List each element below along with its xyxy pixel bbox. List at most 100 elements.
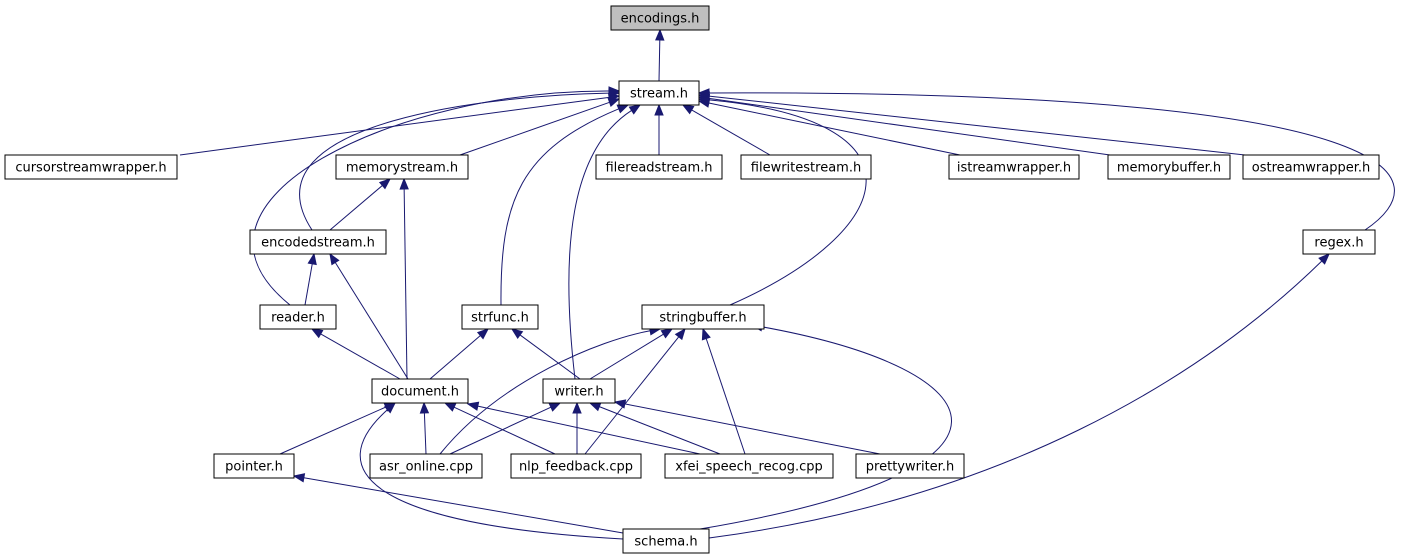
arrowhead-icon [681,104,695,115]
edge-line [304,263,313,306]
edge-document-to-encodedstream [329,252,409,380]
node-writer[interactable]: writer.h [542,378,616,404]
node-label: ostreamwrapper.h [1252,161,1370,176]
dependency-edges [179,28,1395,540]
arrowhead-icon [608,86,621,96]
node-strfunc[interactable]: strfunc.h [461,304,539,330]
node-regex[interactable]: regex.h [1302,229,1376,255]
edge-xfei_speech_recog-to-stringbuffer [701,327,746,455]
node-filereadstream[interactable]: filereadstream.h [595,154,723,180]
node-label: cursorstreamwrapper.h [15,161,166,176]
node-pointer[interactable]: pointer.h [213,453,295,479]
arrowhead-icon [697,88,710,98]
node-asr-online[interactable]: asr_online.cpp [369,453,483,479]
edge-line [477,405,701,455]
node-label: strfunc.h [471,311,529,326]
edge-line [708,260,1323,539]
node-cursorstreamwrapper[interactable]: cursorstreamwrapper.h [4,154,178,180]
node-box [1302,229,1376,255]
arrowhead-icon [1318,253,1330,265]
edge-line [708,102,961,156]
edge-line [334,262,409,380]
node-box [610,5,710,31]
node-istreamwrapper[interactable]: istreamwrapper.h [948,154,1080,180]
node-label: filewritestream.h [751,161,861,176]
arrowhead-icon [476,328,490,340]
node-label: nlp_feedback.cpp [519,460,633,475]
node-box [641,304,765,330]
edge-xfei_speech_recog-to-writer [588,402,721,455]
edge-line [584,336,680,455]
node-nlp-feedback[interactable]: nlp_feedback.cpp [510,453,642,479]
node-stream[interactable]: stream.h [618,80,700,106]
node-box [622,528,710,554]
node-stringbuffer[interactable]: stringbuffer.h [641,304,765,330]
node-encodings[interactable]: encodings.h [610,5,710,31]
arrowhead-icon [292,473,306,483]
edge-document-to-memorystream [399,177,409,380]
arrowhead-icon [572,401,582,414]
node-schema[interactable]: schema.h [622,528,710,554]
edge-line [423,412,427,455]
edge-stream-to-encodings [655,28,665,82]
node-box [369,453,483,479]
arrowhead-icon [616,104,630,114]
arrowhead-icon [655,28,665,41]
edge-asr_online-to-document [419,401,430,455]
edge-line [568,109,632,380]
edge-line [459,101,610,156]
node-box [4,154,178,180]
arrowhead-icon [613,399,627,409]
arrowhead-icon [660,328,674,339]
node-label: encodedstream.h [261,236,375,251]
edge-line [691,109,771,156]
node-filewritestream[interactable]: filewritestream.h [740,154,872,180]
node-label: schema.h [634,535,697,550]
node-encodedstream[interactable]: encodedstream.h [249,229,387,255]
arrowhead-icon [548,402,562,412]
edge-line [403,188,408,380]
arrowhead-icon [419,401,430,414]
edge-line [658,39,661,82]
edge-line [500,108,619,306]
node-memorystream[interactable]: memorystream.h [335,154,469,180]
node-box [855,453,965,479]
edge-line [708,95,1246,156]
edge-line [708,92,1395,231]
edge-line [705,338,746,455]
node-prettywriter[interactable]: prettywriter.h [855,453,965,479]
arrowhead-icon [628,104,642,115]
edge-line [439,330,651,455]
arrowhead-icon [329,252,340,266]
node-ostreamwrapper[interactable]: ostreamwrapper.h [1242,154,1380,180]
arrowhead-icon [654,103,664,116]
node-label: prettywriter.h [866,460,954,475]
node-box [213,453,295,479]
node-document[interactable]: document.h [371,378,469,404]
node-memorybuffer[interactable]: memorybuffer.h [1107,154,1231,180]
edge-line [329,185,383,231]
node-label: asr_online.cpp [379,460,473,475]
arrowhead-icon [384,402,397,414]
edge-line [708,97,1111,156]
node-box [1107,154,1231,180]
node-xfei-speech-recog[interactable]: xfei_speech_recog.cpp [664,453,834,479]
arrowhead-icon [307,252,317,266]
edge-asr_online-to-writer [449,402,562,455]
arrowhead-icon [310,328,324,339]
arrowhead-icon [607,98,621,107]
arrowhead-icon [697,95,710,105]
node-box [595,154,723,180]
arrowhead-icon [466,401,480,411]
node-reader[interactable]: reader.h [259,304,337,330]
edge-pointer-to-document [279,402,397,455]
edge-istreamwrapper-to-stream [697,98,961,156]
edge-memorystream-to-stream [459,98,621,156]
node-box [1242,154,1380,180]
edge-line [453,406,556,455]
node-label: istreamwrapper.h [957,161,1071,176]
edge-xfei_speech_recog-to-document [466,401,701,455]
edge-memorybuffer-to-stream [697,93,1111,156]
edge-writer-to-strfunc [510,328,581,380]
node-box [740,154,872,180]
